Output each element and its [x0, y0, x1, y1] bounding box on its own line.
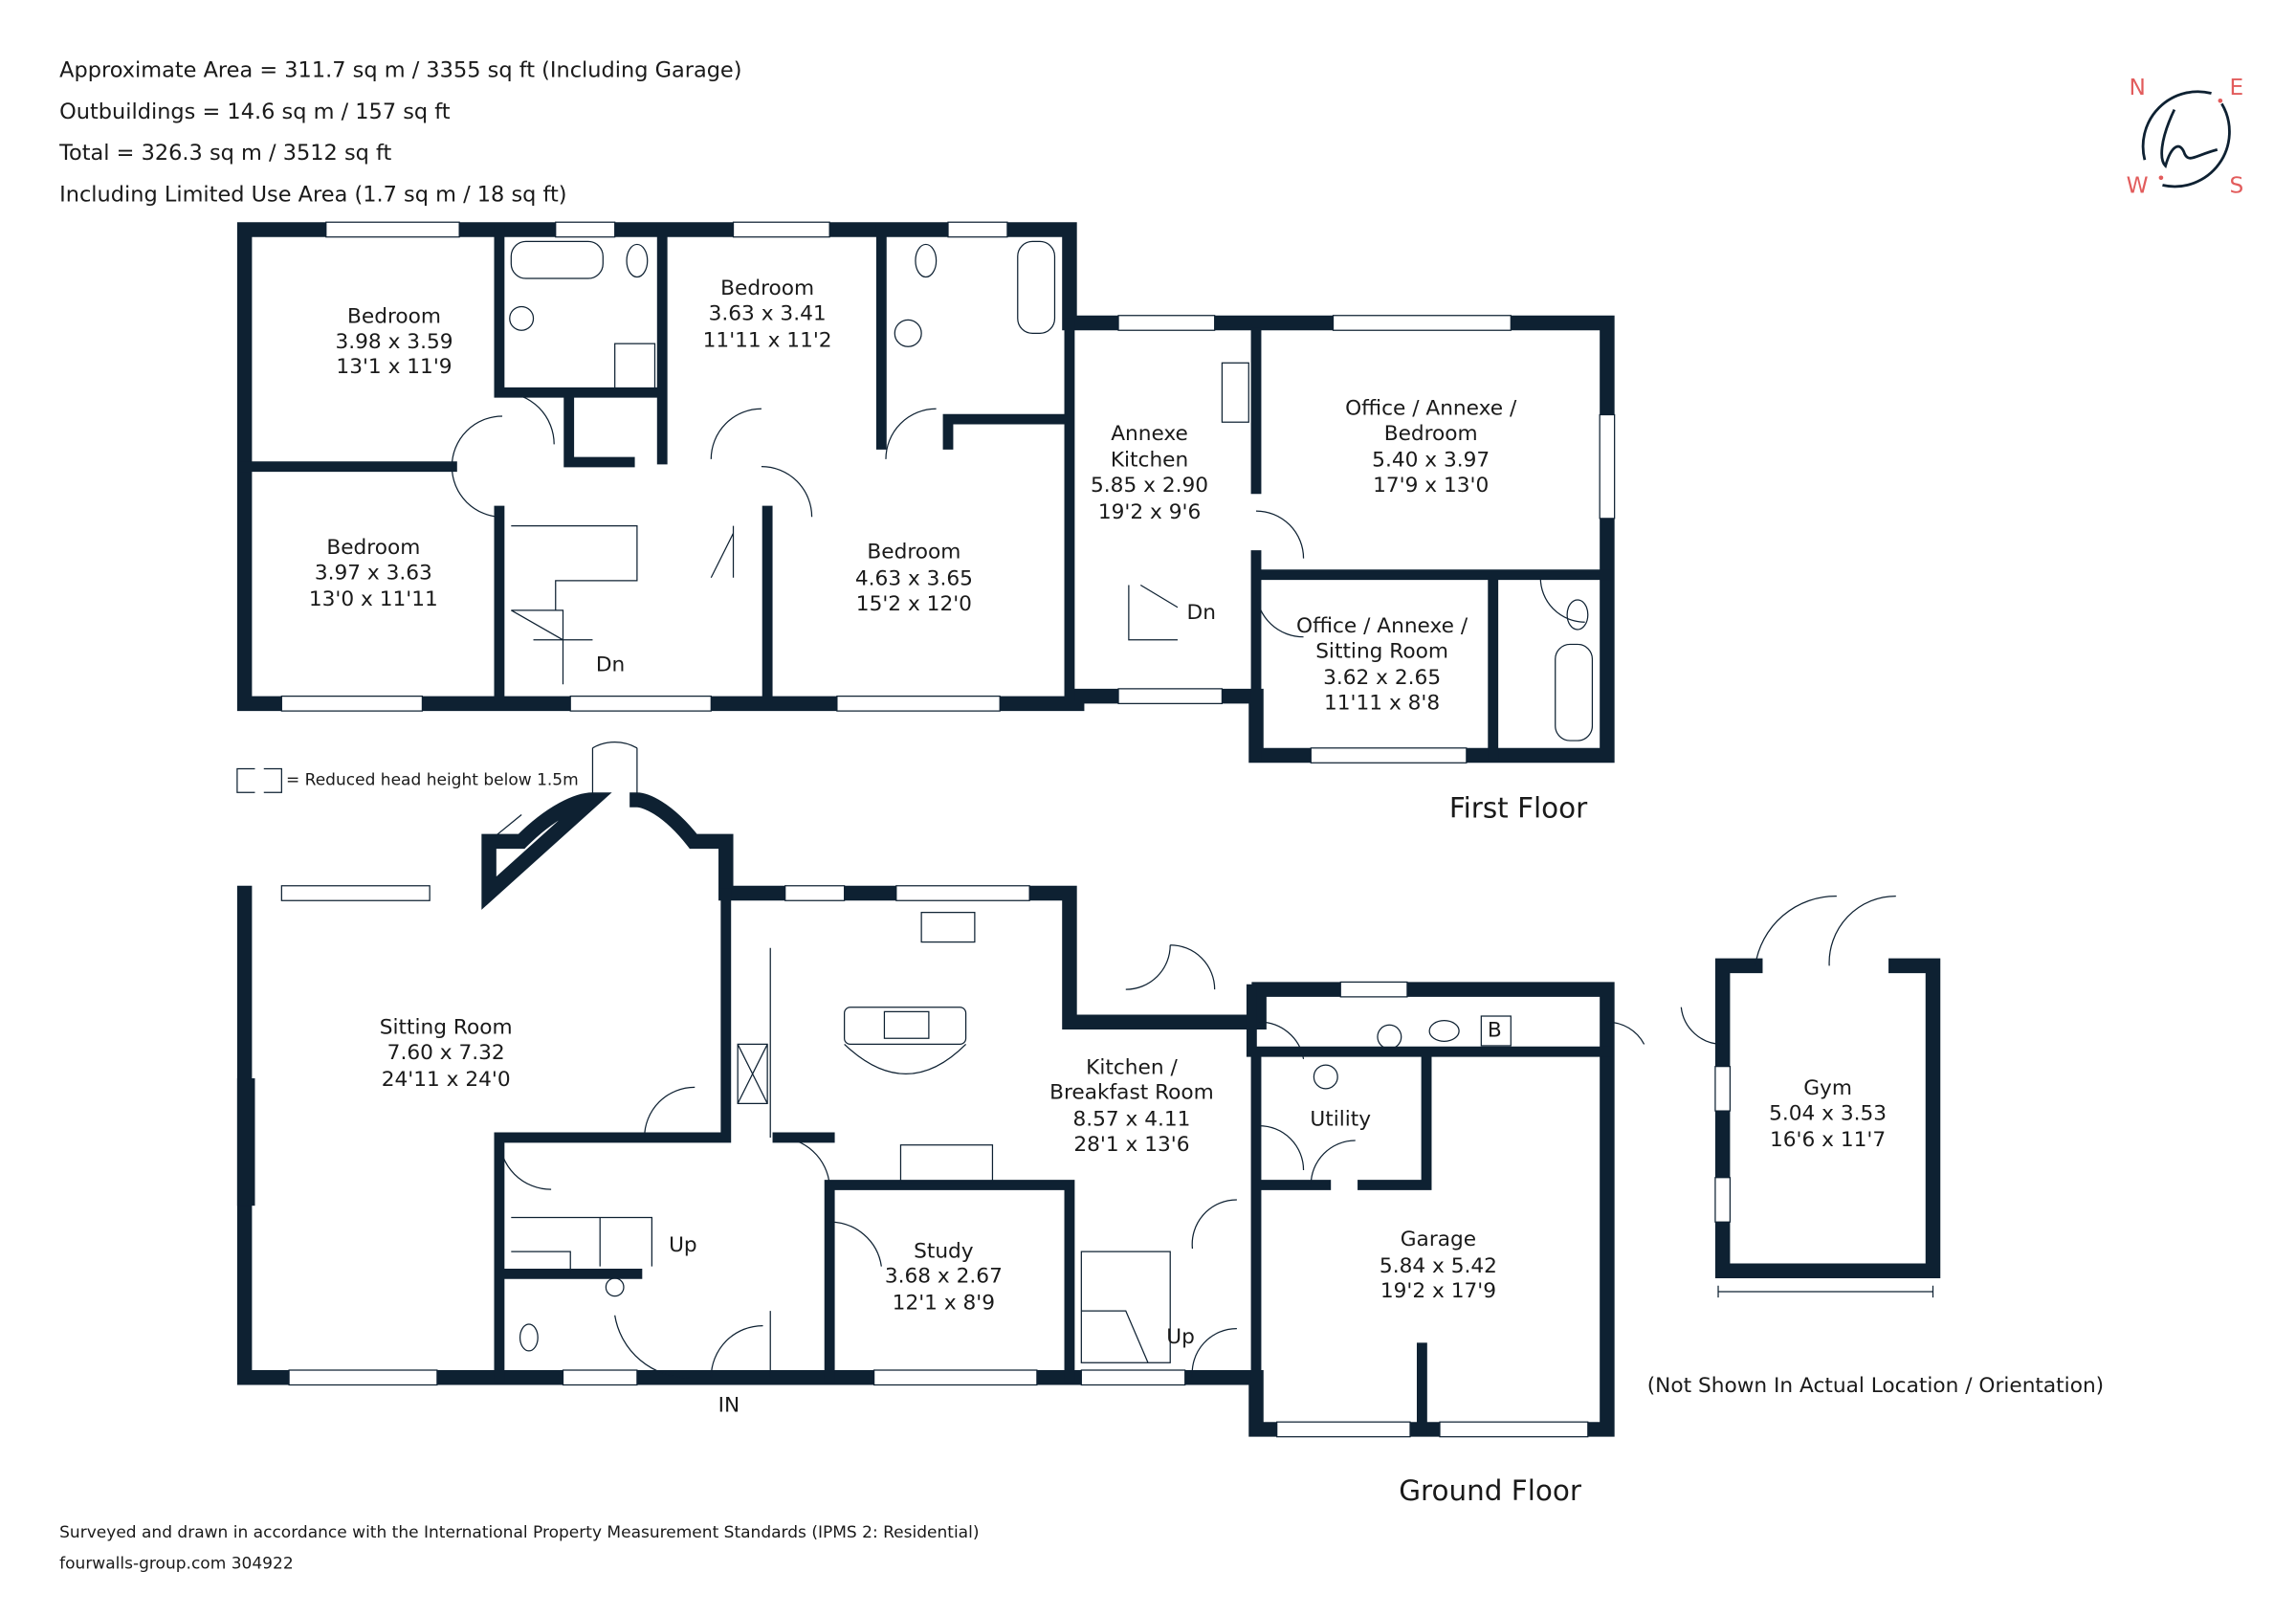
room-label: 5.04 x 3.53: [1769, 1101, 1887, 1125]
footer: Surveyed and drawn in accordance with th…: [59, 1523, 979, 1574]
room-utility: Utility: [1310, 1108, 1371, 1132]
room-label: Gym: [1803, 1076, 1852, 1100]
room-label: 19'2 x 9'6: [1098, 500, 1201, 524]
compass-logo-icon: N E W S: [2127, 75, 2244, 198]
room-bedroom-4: Bedroom 4.63 x 3.65 15'2 x 12'0: [855, 541, 973, 616]
reference: fourwalls-group.com 304922: [59, 1554, 294, 1573]
room-label: 5.40 x 3.97: [1372, 449, 1490, 473]
room-bedroom-1: Bedroom 3.98 x 3.59 13'1 x 11'9: [335, 304, 453, 379]
stairs-up-label: Up: [669, 1233, 697, 1257]
outbuilding-note: (Not Shown In Actual Location / Orientat…: [1647, 1374, 2104, 1398]
room-label: 3.63 x 3.41: [709, 301, 827, 325]
room-label: Sitting Room: [1315, 639, 1448, 663]
ground-floor-walls: [236, 742, 1941, 1438]
room-label: 3.98 x 3.59: [335, 330, 453, 354]
ground-floor-title: Ground Floor: [1399, 1474, 1582, 1507]
area-line: Including Limited Use Area (1.7 sq m / 1…: [59, 183, 566, 208]
room-label: 28'1 x 13'6: [1073, 1133, 1189, 1157]
room-label: 12'1 x 8'9: [893, 1292, 995, 1316]
room-label: = Reduced head height below 1.5m: [286, 771, 579, 790]
room-label: 11'11 x 11'2: [703, 328, 832, 352]
area-summary: Approximate Area = 311.7 sq m / 3355 sq …: [58, 58, 741, 208]
stairs-up-label: Up: [1166, 1325, 1195, 1349]
room-label: Breakfast Room: [1049, 1081, 1214, 1105]
room-label: 19'2 x 17'9: [1380, 1279, 1496, 1303]
room-label: 17'9 x 13'0: [1373, 474, 1489, 498]
first-floor-walls: [236, 221, 1616, 764]
room-label: Sitting Room: [380, 1016, 513, 1040]
room-bedroom-2: Bedroom 3.63 x 3.41 11'11 x 11'2: [703, 277, 832, 352]
room-study: Study 3.68 x 2.67 12'1 x 8'9: [885, 1239, 1003, 1315]
room-label: Bedroom: [326, 536, 420, 560]
room-label: 13'1 x 11'9: [336, 355, 452, 379]
room-label: Bedroom: [347, 304, 441, 328]
stairs-down-label: Dn: [1187, 601, 1216, 625]
room-label: Bedroom: [867, 541, 960, 564]
room-label: 5.84 x 5.42: [1380, 1254, 1497, 1278]
room-office-annexe-bedroom: Office / Annexe / Bedroom 5.40 x 3.97 17…: [1345, 396, 1517, 498]
room-label: 7.60 x 7.32: [387, 1041, 505, 1065]
room-annexe-kitchen: Annexe Kitchen 5.85 x 2.90 19'2 x 9'6: [1091, 422, 1208, 524]
area-line: Approximate Area = 311.7 sq m / 3355 sq …: [59, 58, 741, 83]
area-line: Outbuildings = 14.6 sq m / 157 sq ft: [59, 100, 451, 124]
first-floor-title: First Floor: [1449, 792, 1588, 825]
room-sitting-room: Sitting Room 7.60 x 7.32 24'11 x 24'0: [380, 1016, 513, 1092]
room-label: 11'11 x 8'8: [1324, 692, 1440, 716]
head-height-legend: = Reduced head height below 1.5m: [236, 767, 579, 793]
room-label: Annexe: [1111, 422, 1188, 446]
room-bedroom-3: Bedroom 3.97 x 3.63 13'0 x 11'11: [309, 536, 438, 611]
standards-note: Surveyed and drawn in accordance with th…: [59, 1523, 979, 1542]
room-label: 3.62 x 2.65: [1323, 666, 1441, 690]
room-label: Office / Annexe /: [1296, 614, 1468, 638]
room-garage: Garage 5.84 x 5.42 19'2 x 17'9: [1380, 1228, 1497, 1303]
entrance-label: IN: [718, 1393, 740, 1417]
room-label: 8.57 x 4.11: [1072, 1108, 1190, 1132]
compass-s: S: [2229, 172, 2243, 198]
room-label: 5.85 x 2.90: [1091, 474, 1208, 498]
room-label: Garage: [1401, 1228, 1476, 1251]
compass-w: W: [2127, 172, 2149, 198]
room-label: 16'6 x 11'7: [1770, 1128, 1886, 1152]
room-label: 3.68 x 2.67: [885, 1265, 1003, 1289]
room-label: 24'11 x 24'0: [382, 1068, 511, 1092]
stairs-down-label: Dn: [596, 653, 625, 676]
room-label: 13'0 x 11'11: [309, 587, 438, 611]
ground-floor-rooms: Sitting Room 7.60 x 7.32 24'11 x 24'0 Ki…: [380, 1016, 1582, 1508]
boiler-label: B: [1488, 1019, 1502, 1043]
room-label: Office / Annexe /: [1345, 396, 1517, 420]
room-office-annexe-sitting: Office / Annexe / Sitting Room 3.62 x 2.…: [1296, 614, 1468, 716]
room-label: Kitchen: [1111, 449, 1188, 473]
room-label: Bedroom: [720, 277, 814, 300]
outbuilding-gym: Gym 5.04 x 3.53 16'6 x 11'7 (Not Shown I…: [1647, 1076, 2104, 1398]
compass-e: E: [2230, 75, 2244, 100]
room-label: 4.63 x 3.65: [855, 567, 973, 591]
room-label: Study: [914, 1239, 974, 1263]
room-label: 3.97 x 3.63: [315, 561, 432, 585]
first-floor-rooms: Bedroom 3.98 x 3.59 13'1 x 11'9 Bedroom …: [309, 277, 1588, 824]
room-kitchen-breakfast: Kitchen / Breakfast Room 8.57 x 4.11 28'…: [1049, 1055, 1214, 1157]
area-line: Total = 326.3 sq m / 3512 sq ft: [58, 141, 391, 166]
compass-n: N: [2129, 75, 2145, 100]
room-label: 15'2 x 12'0: [856, 592, 972, 616]
room-label: Bedroom: [1384, 422, 1478, 446]
room-label: Kitchen /: [1086, 1055, 1178, 1079]
